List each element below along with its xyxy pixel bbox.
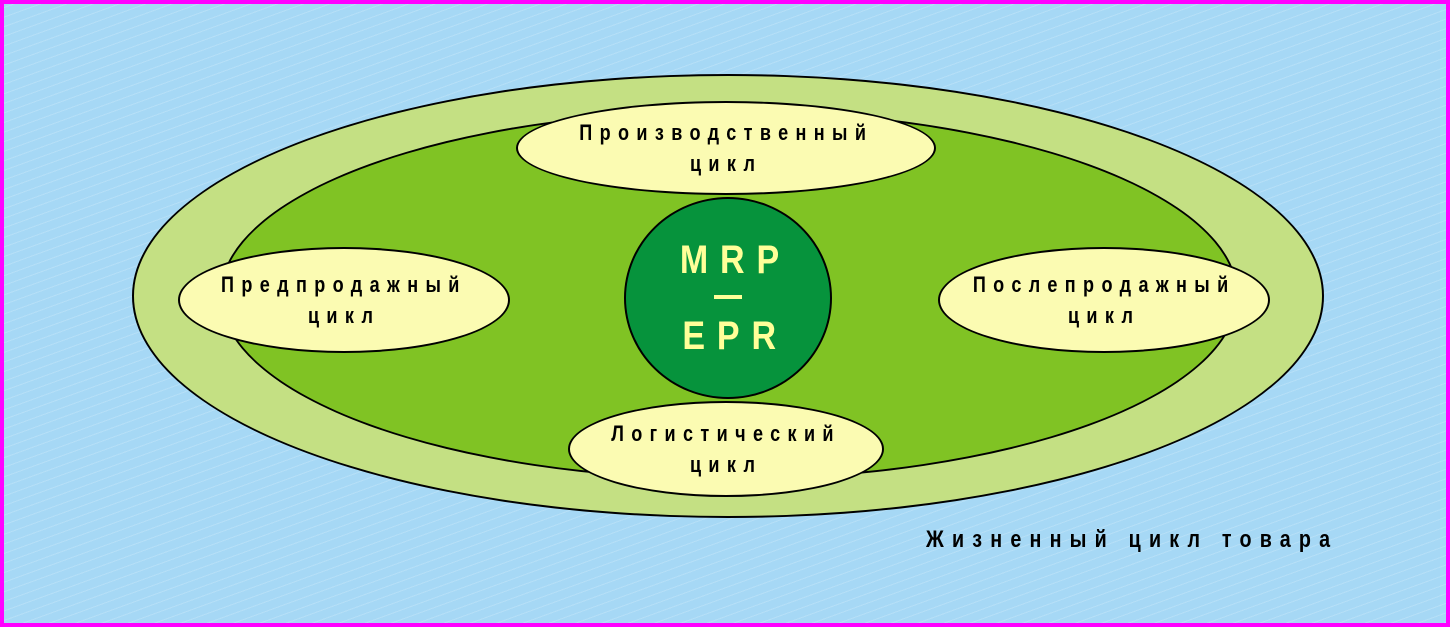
- postsale-cycle-sublabel: цикл: [1067, 303, 1141, 328]
- center-label-mrp: MRP: [679, 238, 791, 282]
- life-cycle-caption: Жизненный цикл товара: [926, 526, 1339, 553]
- mrp-epr-center-circle: MRP EPR: [624, 197, 832, 399]
- postsale-cycle-bubble: Послепродажный цикл: [938, 247, 1270, 353]
- production-cycle-bubble: Производственный цикл: [516, 101, 936, 195]
- center-label-epr: EPR: [682, 314, 788, 358]
- production-cycle-label: Производственный: [578, 120, 874, 145]
- presale-cycle-sublabel: цикл: [307, 303, 381, 328]
- center-dash-divider: [714, 295, 742, 299]
- presale-cycle-bubble: Предпродажный цикл: [178, 247, 510, 353]
- logistics-cycle-label: Логистический: [611, 421, 841, 446]
- postsale-cycle-label: Послепродажный: [972, 272, 1236, 297]
- logistics-cycle-sublabel: цикл: [689, 452, 763, 477]
- logistics-cycle-bubble: Логистический цикл: [568, 401, 884, 497]
- presale-cycle-label: Предпродажный: [221, 272, 467, 297]
- production-cycle-sublabel: цикл: [689, 151, 763, 176]
